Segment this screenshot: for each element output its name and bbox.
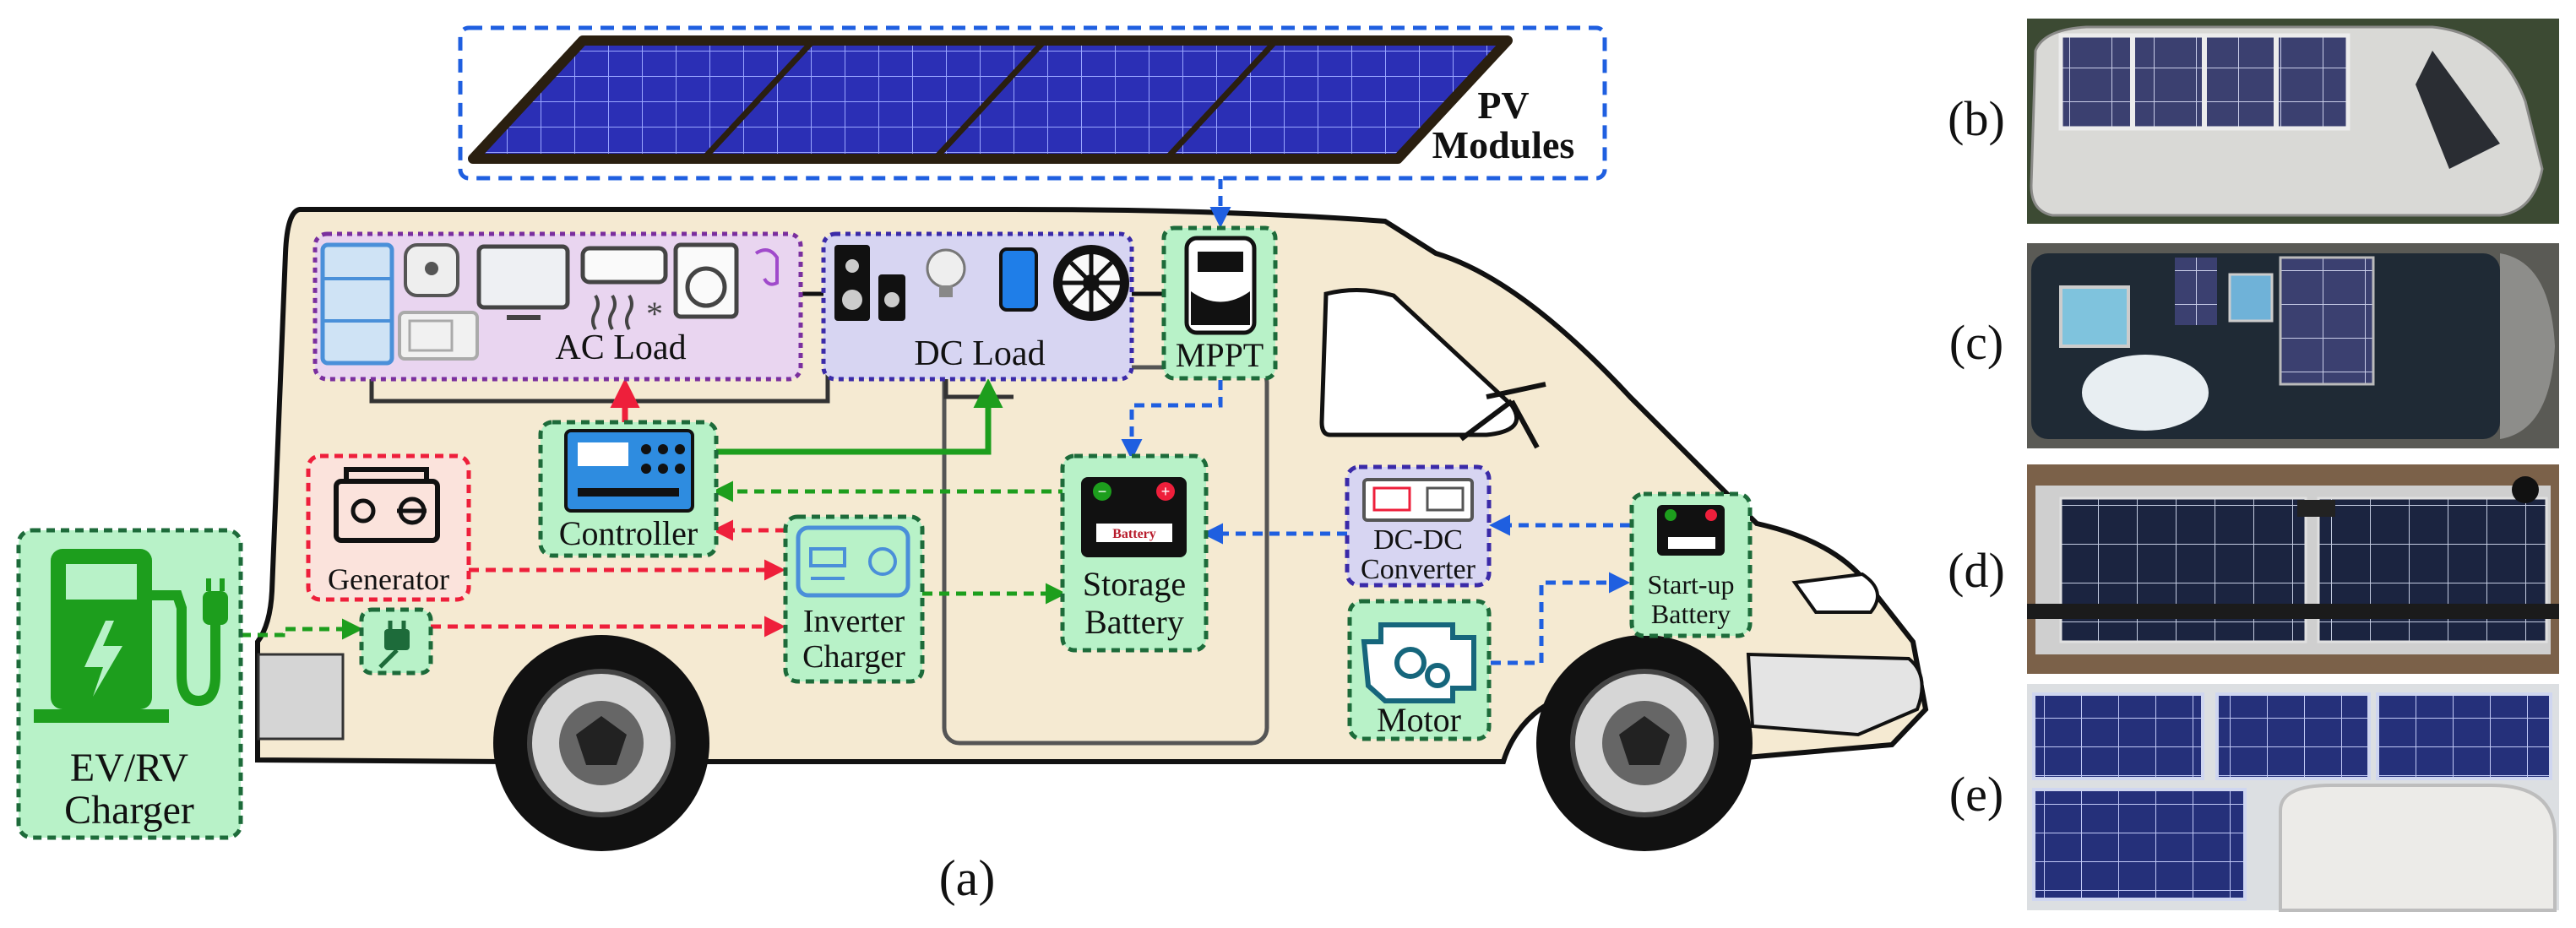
plug-box [359, 607, 433, 676]
pv-dashed-frame [458, 25, 1607, 181]
van-windshield [1319, 288, 1519, 437]
fridge-icon [320, 242, 394, 366]
generator-label: Generator [328, 562, 449, 596]
pv-modules-label-2: Modules [1432, 123, 1575, 166]
ev-charger-box: EV/RV Charger [16, 528, 243, 840]
controller-box: Controller [538, 420, 719, 558]
plug-icon [378, 621, 410, 669]
storage-battery-box: − + Battery Storage Battery [1060, 453, 1209, 653]
svg-text:*: * [646, 295, 663, 333]
air-conditioner-icon: * [580, 246, 668, 333]
door-shelf [369, 363, 830, 404]
ac-load-label: AC Load [555, 328, 686, 367]
mppt-label: MPPT [1176, 336, 1264, 374]
pv-module-divider-2 [932, 38, 1047, 161]
ev-charger-icon [34, 549, 228, 723]
photo-b [2027, 19, 2559, 224]
tv-icon [476, 244, 570, 320]
dcdc-converter-box: DC-DC Converter [1345, 464, 1492, 588]
steering-wheel [1459, 382, 1546, 449]
svg-text:+: + [1161, 483, 1171, 500]
front-bumper [1746, 652, 1924, 737]
panel-c-label: (c) [1949, 315, 2003, 370]
rear-wheel [493, 635, 709, 851]
motor-label: Motor [1377, 701, 1461, 739]
storage-label-2: Battery [1084, 603, 1184, 641]
ac-load-box: * AC Load [312, 231, 803, 382]
panel-e-label: (e) [1949, 767, 2003, 822]
svg-text:−: − [1098, 483, 1107, 500]
inverter-label-1: Inverter [803, 604, 905, 639]
motor-box: Motor [1347, 599, 1492, 741]
flow-ev-to-plug [241, 618, 363, 640]
dc-load-box: DC Load [821, 231, 1134, 382]
panel-a-label: (a) [939, 850, 996, 906]
phone-icon [999, 247, 1038, 312]
microwave-icon [398, 311, 479, 361]
storage-label-1: Storage [1083, 565, 1186, 603]
front-wheel [1536, 635, 1753, 851]
dcdc-label-1: DC-DC [1373, 524, 1463, 556]
ev-label-1: EV/RV [70, 746, 188, 790]
inverter-charger-box: Inverter Charger [783, 514, 925, 684]
hair-dryer-icon [754, 248, 779, 286]
pv-module-divider-3 [1164, 38, 1279, 161]
generator-box: Generator [306, 453, 471, 602]
startup-label-2: Battery [1651, 599, 1731, 629]
battery-icon-text: Battery [1112, 527, 1156, 541]
pv-module-divider-1 [701, 38, 816, 161]
panel-d-label: (d) [1948, 543, 2005, 598]
flow-controller-to-dcload [709, 378, 1003, 455]
engine-icon [1361, 622, 1476, 703]
startup-battery-icon [1657, 505, 1725, 556]
fan-icon [1053, 245, 1129, 321]
van-headlight [1791, 572, 1879, 614]
rice-cooker-icon [404, 243, 459, 297]
photo-c [2027, 243, 2559, 448]
mppt-box: MPPT [1161, 225, 1278, 381]
rear-bumper [257, 653, 345, 741]
ev-label-2: Charger [64, 788, 194, 833]
flow-motor-to-startup [1491, 572, 1630, 665]
generator-icon [334, 467, 440, 543]
dcdc-label-2: Converter [1361, 554, 1476, 585]
photo-d [2027, 464, 2559, 674]
battery-icon: − + Battery [1081, 477, 1187, 557]
photo-e [2027, 684, 2559, 912]
light-bulb-icon [926, 248, 966, 297]
pv-modules-label-1: PV [1477, 84, 1529, 127]
washing-machine-icon [673, 242, 739, 319]
inverter-label-2: Charger [802, 639, 905, 675]
controller-label: Controller [559, 514, 698, 552]
panel-b-label: (b) [1948, 91, 2005, 146]
speaker-icon [834, 245, 905, 321]
startup-battery-box: Start-up Battery [1629, 491, 1753, 638]
flow-mppt-to-storage [1121, 380, 1223, 460]
converter-icon [1362, 478, 1474, 522]
startup-label-1: Start-up [1647, 569, 1734, 600]
dc-load-label: DC Load [914, 334, 1045, 373]
inverter-icon [796, 525, 910, 598]
